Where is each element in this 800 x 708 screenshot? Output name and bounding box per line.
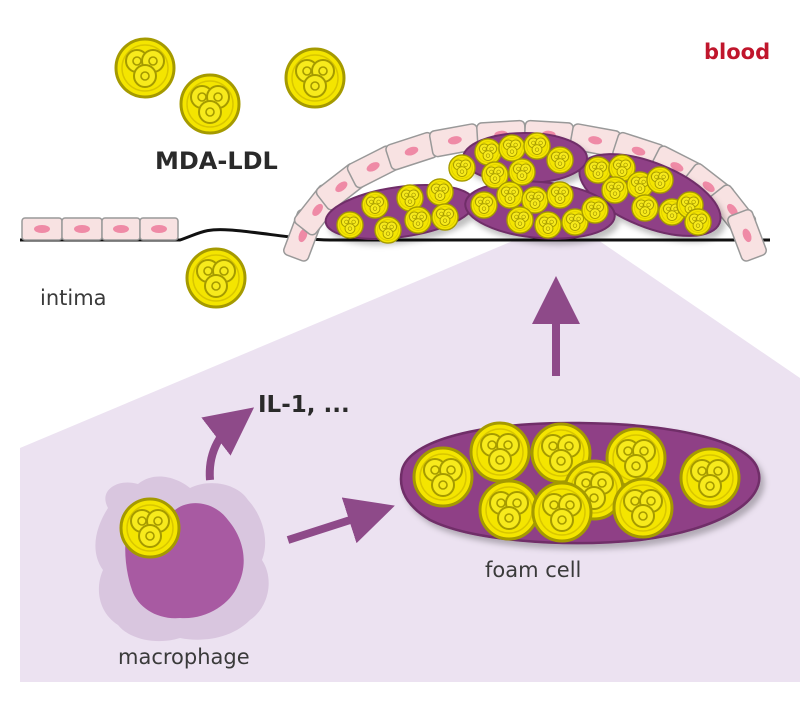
mda-ldl-particle [179, 73, 241, 135]
mda-ldl-particle-intima [185, 247, 247, 309]
plaque-ldl [631, 194, 659, 222]
il-1-label: IL-1, ... [258, 392, 350, 418]
plaque-ldl [474, 138, 502, 166]
plaque-ldl [523, 132, 551, 160]
plaque-ldl [546, 181, 574, 209]
endothelial-cells-left [21, 217, 179, 241]
mda-ldl-label: MDA-LDL [155, 147, 278, 175]
blood-label: blood [704, 40, 771, 64]
foam-cell-ldl [531, 481, 593, 543]
endothelial-cell [139, 217, 179, 241]
plaque-ldl [581, 196, 609, 224]
plaque-ldl [546, 146, 574, 174]
plaque-ldl [404, 206, 432, 234]
endothelial-cell [101, 217, 141, 241]
endothelial-cell [21, 217, 63, 241]
mda-ldl-particle [284, 47, 346, 109]
plaque-ldl [496, 181, 524, 209]
plaque-ldl [374, 216, 402, 244]
endothelial-cell [727, 209, 767, 262]
cytokine-arrow [201, 407, 255, 481]
foam-cell-ldl [612, 477, 674, 539]
plaque-ldl [684, 208, 712, 236]
plaque-ldl [448, 154, 476, 182]
plaque-ldl [426, 178, 454, 206]
foam-cell-ldl [412, 446, 474, 508]
plaque-ldl [646, 166, 674, 194]
mda-ldl-particle [114, 37, 176, 99]
plaque-ldl [470, 191, 498, 219]
intima-label: intima [40, 286, 107, 310]
plaque-ldl [431, 203, 459, 231]
foam-cell-ldl [478, 479, 540, 541]
endothelial-cell [346, 145, 400, 189]
plaque-ldl [508, 158, 536, 186]
plaque-ldl [336, 211, 364, 239]
macrophage-ldl [119, 497, 181, 559]
endothelial-cell [61, 217, 103, 241]
plaque-ldl [506, 206, 534, 234]
differentiation-arrow [286, 497, 395, 544]
foam-cell-ldl [469, 421, 531, 483]
foam-cell-label: foam cell [485, 558, 582, 582]
plaque-ldl [498, 134, 526, 162]
macrophage-label: macrophage [118, 645, 250, 669]
plaque-ldl [601, 176, 629, 204]
plaque-ldl [361, 191, 389, 219]
plaque-ldl [534, 211, 562, 239]
foam-cell-ldl [679, 447, 741, 509]
